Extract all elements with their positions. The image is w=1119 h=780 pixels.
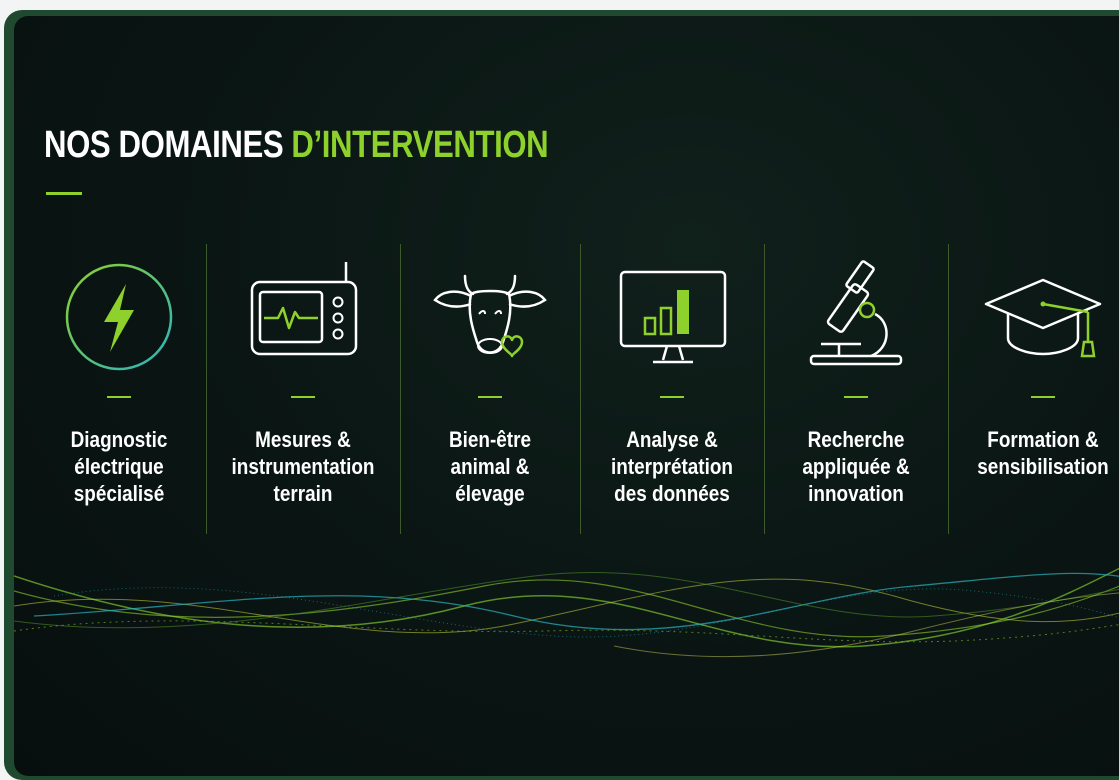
domain-dash xyxy=(1031,396,1055,398)
page-title: NOS DOMAINES D’INTERVENTION xyxy=(44,124,549,167)
lightning-icon xyxy=(65,263,173,371)
domain-divider xyxy=(948,244,949,534)
domain-divider xyxy=(580,244,581,534)
decorative-waves xyxy=(14,567,1119,658)
domains-row: Diagnostic électrique spécialisé Mesures… xyxy=(34,236,1119,546)
domain-item-bien-etre: Bien-être animal & élevage xyxy=(402,236,578,536)
cow-heart-icon xyxy=(433,274,547,358)
domain-label: Recherche appliquée & innovation xyxy=(802,427,910,506)
title-part-green: D’INTERVENTION xyxy=(291,124,549,166)
domain-dash xyxy=(291,396,315,398)
domain-label: Mesures & instrumentation terrain xyxy=(231,427,375,506)
domain-item-mesures: Mesures & instrumentation terrain xyxy=(208,236,398,536)
domain-label: Bien-être animal & élevage xyxy=(448,427,531,506)
domain-dash xyxy=(660,396,684,398)
domains-card: NOS DOMAINES D’INTERVENTION Diagno xyxy=(14,16,1119,776)
title-part-white: NOS DOMAINES xyxy=(44,124,292,166)
domain-divider xyxy=(764,244,765,534)
domain-item-recherche: Recherche appliquée & innovation xyxy=(766,236,946,536)
domain-dash xyxy=(478,396,502,398)
title-underline xyxy=(46,192,82,195)
domain-label: Formation & sensibilisation xyxy=(977,427,1109,479)
domain-dash xyxy=(844,396,868,398)
domain-item-analyse: Analyse & interprétation des données xyxy=(582,236,762,536)
domain-item-formation: Formation & sensibilisation xyxy=(950,236,1119,536)
domain-dash xyxy=(107,396,131,398)
outer-frame: NOS DOMAINES D’INTERVENTION Diagno xyxy=(4,10,1119,780)
domain-label: Diagnostic électrique spécialisé xyxy=(70,427,168,506)
microscope-icon xyxy=(809,260,903,366)
domain-item-diagnostic: Diagnostic électrique spécialisé xyxy=(34,236,204,536)
domain-divider xyxy=(400,244,401,534)
graduation-cap-icon xyxy=(984,278,1102,358)
monitor-device-icon xyxy=(250,262,358,356)
domain-label: Analyse & interprétation des données xyxy=(611,427,733,506)
domain-divider xyxy=(206,244,207,534)
chart-screen-icon xyxy=(619,270,727,364)
